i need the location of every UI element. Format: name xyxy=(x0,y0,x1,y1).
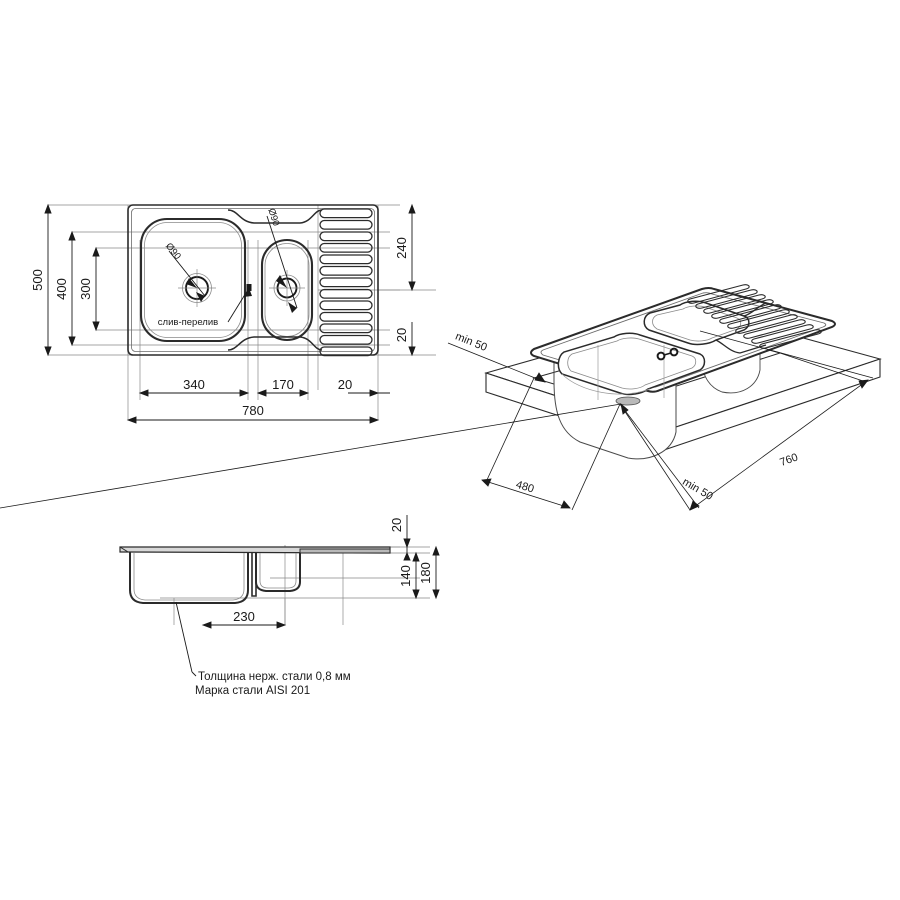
drainboard-ribs-iso xyxy=(687,284,822,349)
top-plan-view: Ø90 Ø90 слив-перелив xyxy=(30,203,436,424)
small-bowl-outline xyxy=(260,238,314,342)
dimension-overall-width-label: 780 xyxy=(242,403,264,418)
dimension-bowl-depth-label: 140 xyxy=(398,565,413,587)
drainboard-ribs xyxy=(319,208,373,357)
drainboard-section xyxy=(299,548,391,554)
isometric-installation-view: min 50 480 min 50 760 xyxy=(0,284,882,511)
dimension-main-bowl-width xyxy=(138,389,250,397)
dimension-bowl-depth xyxy=(412,551,420,600)
material-note-leader xyxy=(175,601,197,677)
dimension-rim-thickness-label: 20 xyxy=(389,518,404,532)
dimension-cutout-depth xyxy=(481,377,621,511)
main-bowl-section xyxy=(129,552,249,604)
dimension-rim-thickness xyxy=(403,515,411,561)
dimension-overall-width xyxy=(126,416,380,424)
drainboard-channel-iso xyxy=(715,339,767,354)
overflow-label: слив-перелив xyxy=(158,317,218,328)
dimension-right-offset-label: 20 xyxy=(394,328,409,342)
sink-rim-inner-outline xyxy=(131,208,375,352)
bowl-transition-curves xyxy=(227,209,323,351)
dimension-inner-height xyxy=(68,230,76,347)
main-drain-leader-arrow-2 xyxy=(196,292,205,302)
drainboard-rib xyxy=(319,311,373,322)
dimension-bowl-height xyxy=(92,246,100,332)
sink-left-edge-section xyxy=(119,546,129,553)
drainboard-rib xyxy=(319,254,373,265)
small-bowl-section-inner xyxy=(259,553,297,589)
dimension-cutout-width-label: 760 xyxy=(778,451,799,469)
material-note-line1: Толщина нерж. стали 0,8 мм xyxy=(198,671,351,683)
dimension-drainboard-height xyxy=(408,203,416,292)
dimension-small-bowl-width-label: 170 xyxy=(272,377,294,392)
dimension-edge-margin-label: 20 xyxy=(338,377,352,392)
drainboard-rib xyxy=(319,231,373,242)
main-bowl-opening-inner-iso xyxy=(567,337,697,390)
small-drain-leader-arrow xyxy=(276,275,287,288)
main-drain-leader-arrow xyxy=(186,278,197,288)
sink-section-profile xyxy=(119,546,391,604)
drainboard-rib xyxy=(319,277,373,288)
drainboard-rib xyxy=(319,334,373,345)
drainboard-rib xyxy=(319,323,373,334)
drainboard-rib xyxy=(319,288,373,299)
side-section-view: 20 140 180 230 Толщина нерж. стали 0,8 м… xyxy=(119,515,440,697)
dimension-cutout-depth-label: 480 xyxy=(514,479,535,496)
dimension-inner-height-label: 400 xyxy=(54,278,69,300)
dimension-bowl-height-label: 300 xyxy=(78,278,93,300)
dimension-small-bowl-width-section-label: 230 xyxy=(233,609,255,624)
main-bowl-outline xyxy=(139,217,247,343)
tap-hole-iso xyxy=(656,347,679,361)
dimension-edge-margin xyxy=(348,389,390,397)
sink-rim-inner-iso xyxy=(540,292,827,388)
dimension-cutout-width xyxy=(619,330,874,511)
drainboard-rib xyxy=(319,346,373,357)
overflow-port xyxy=(246,284,252,291)
dimension-drainboard-height-label: 240 xyxy=(394,237,409,259)
drainboard-rib xyxy=(319,208,373,219)
drainboard-rib xyxy=(319,265,373,276)
dimension-overall-height xyxy=(44,203,52,357)
material-note-line2: Марка стали AISI 201 xyxy=(195,685,310,697)
dimension-main-bowl-width-label: 340 xyxy=(183,377,205,392)
drainboard-rib xyxy=(319,219,373,230)
dimension-right-offset xyxy=(408,322,416,357)
small-drain-leader-line xyxy=(266,215,298,309)
dimension-min-left xyxy=(447,342,546,383)
sink-outer-outline xyxy=(127,204,379,356)
dimension-total-depth-label: 180 xyxy=(418,562,433,584)
dimension-small-bowl-width xyxy=(256,389,310,397)
main-drain-leader-line xyxy=(168,250,206,297)
drainboard-rib xyxy=(319,300,373,311)
small-drain-leader-arrow-2 xyxy=(288,302,297,313)
small-bowl-section xyxy=(255,553,301,592)
drainboard-rib xyxy=(319,242,373,253)
dimension-overall-height-label: 500 xyxy=(30,269,45,291)
main-bowl-inner-outline xyxy=(144,222,242,338)
main-drain-iso xyxy=(615,396,641,406)
main-bowl-section-inner xyxy=(133,553,245,601)
dimension-total-depth xyxy=(432,545,440,600)
overflow-leader-arrow xyxy=(243,288,252,297)
dimension-min-front xyxy=(0,402,700,509)
dimension-small-bowl-width-section xyxy=(201,621,287,629)
